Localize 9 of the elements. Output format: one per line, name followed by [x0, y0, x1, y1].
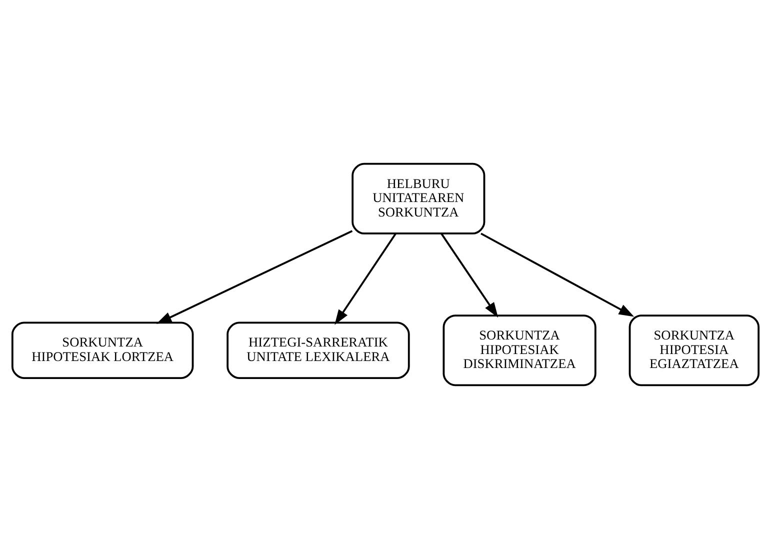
node-box: HELBURU UNITATEAREN SORKUNTZA	[352, 162, 486, 234]
node-box: SORKUNTZA HIPOTESIAK DISKRIMINATZEA	[442, 314, 596, 386]
node-box: SORKUNTZA HIPOTESIA EGIAZTATZEA	[628, 314, 760, 386]
arrow	[440, 233, 498, 318]
arrow	[334, 233, 396, 325]
arrow	[480, 232, 634, 317]
node-box: HIZTEGI-SARRERATIK UNITATE LEXIKALERA	[226, 322, 410, 379]
arrow	[156, 230, 353, 324]
node-box: SORKUNTZA HIPOTESIAK LORTZEA	[11, 322, 194, 379]
